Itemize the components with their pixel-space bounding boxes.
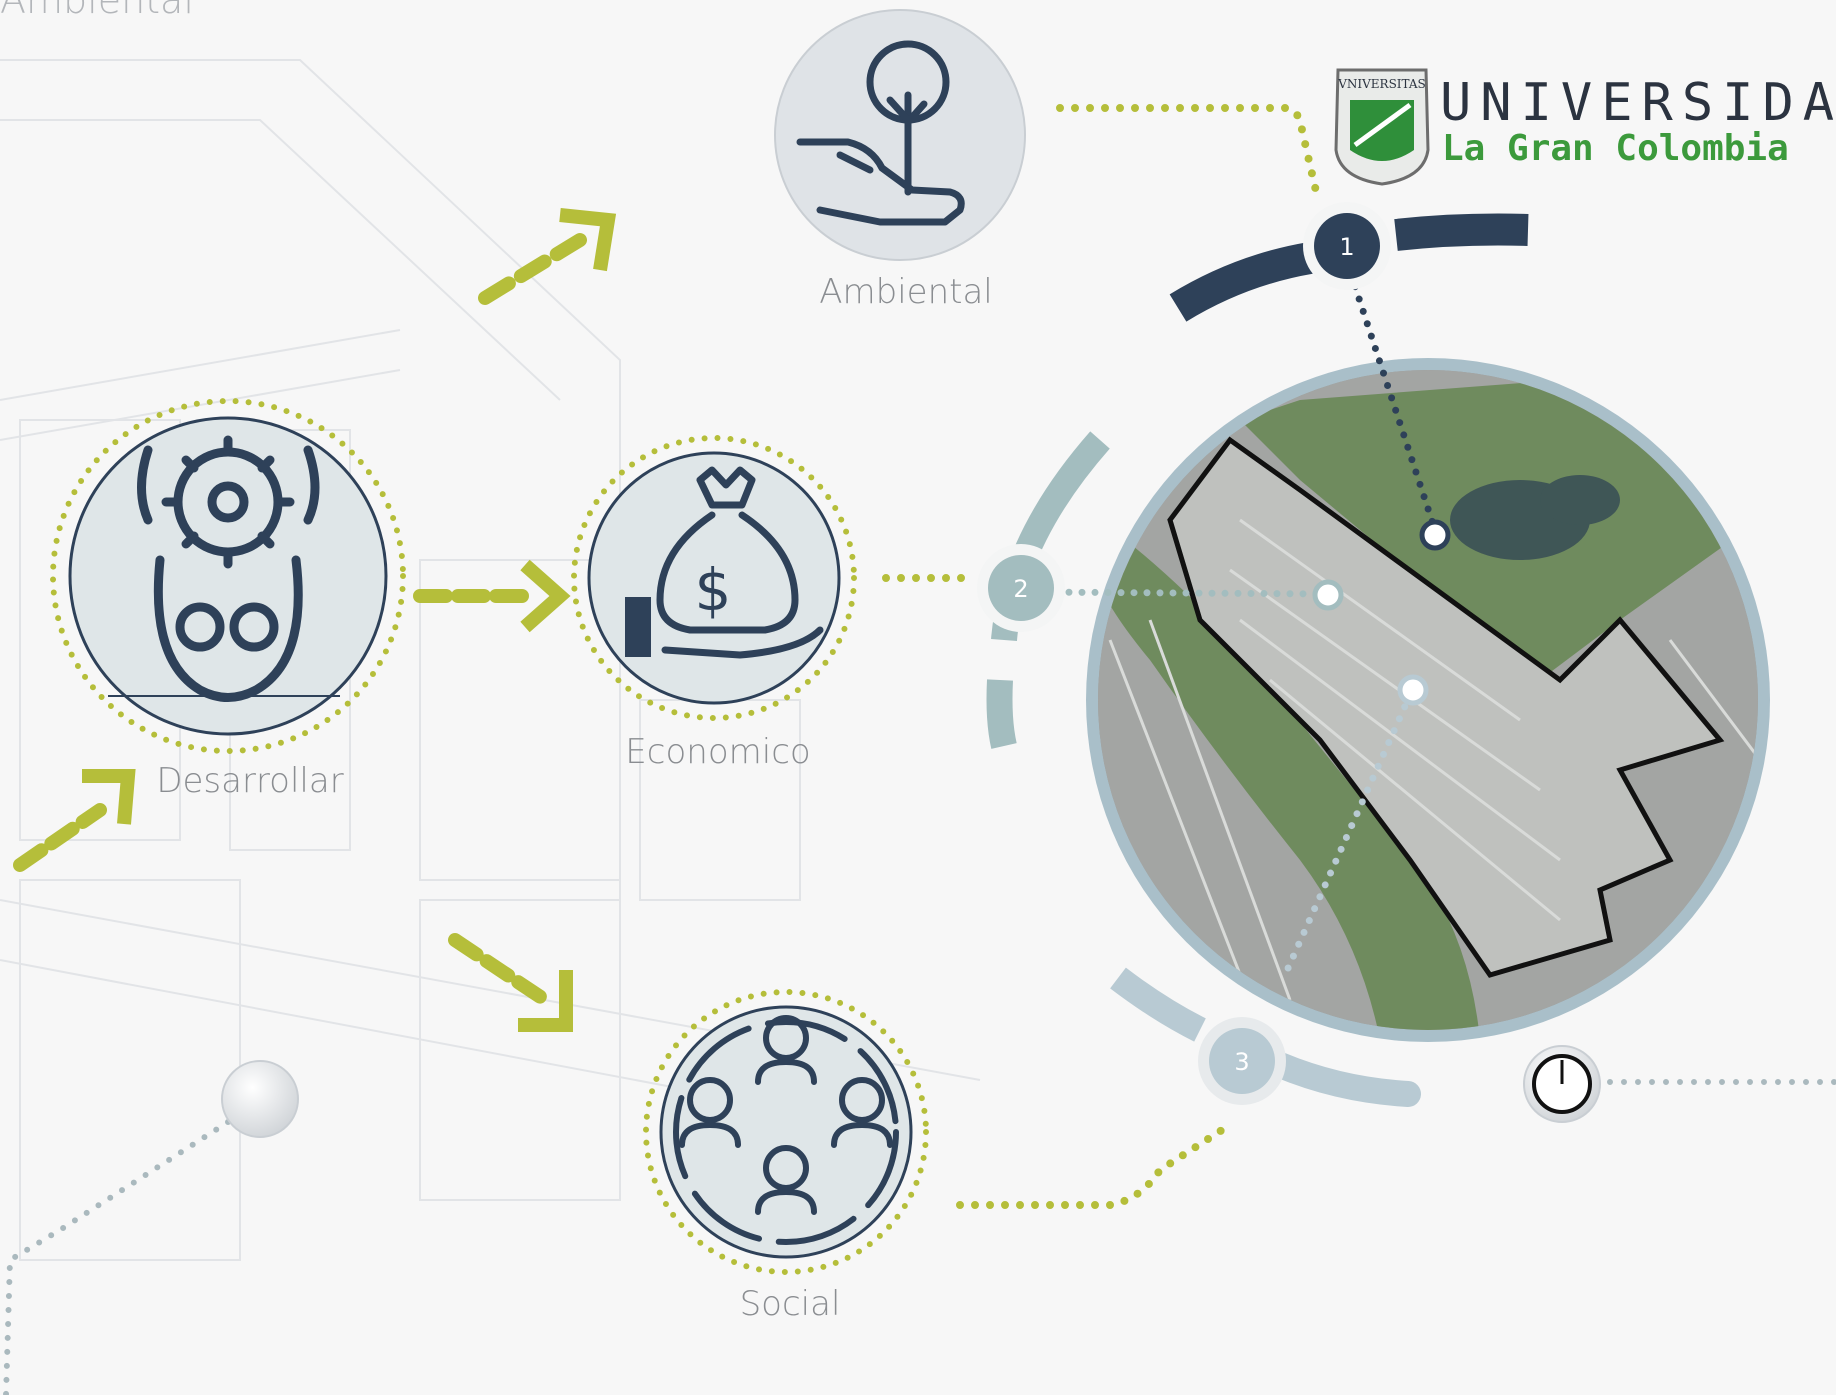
left-knob[interactable] — [221, 1060, 299, 1138]
arrow-to-ambiental — [478, 208, 617, 305]
map-pin-1 — [1419, 519, 1451, 551]
arrow-to-social — [448, 933, 573, 1032]
svg-text:1: 1 — [1339, 233, 1354, 261]
arc-left-graygreen-lower — [986, 679, 1017, 749]
arrow-to-desarrollar — [13, 769, 136, 872]
map-pin-3 — [1397, 674, 1429, 706]
svg-text:$: $ — [695, 556, 732, 624]
arc-bottom-lightblue — [1110, 967, 1206, 1042]
university-logo: VNIVERSITAS UNIVERSIDAD La Gran Colombia — [1334, 68, 1836, 186]
label-social: Social — [740, 1284, 841, 1324]
connectors — [3, 104, 1836, 1395]
svg-text:2: 2 — [1013, 575, 1028, 603]
node-ambiental[interactable] — [774, 9, 1026, 261]
map-pin-2 — [1312, 579, 1344, 611]
connector-social-to-marker-3 — [956, 1126, 1226, 1209]
label-desarrollar: Desarrollar — [156, 761, 343, 801]
marker-1[interactable]: 1 — [1303, 202, 1391, 290]
marker-2[interactable]: 2 — [977, 544, 1065, 632]
node-desarrollar[interactable] — [50, 398, 406, 754]
people-group-icon — [673, 1015, 899, 1245]
label-ambiental: Ambiental — [819, 272, 993, 312]
connector-knob-left — [3, 1119, 231, 1395]
logo-line1: UNIVERSIDAD — [1440, 73, 1836, 133]
money-bag-hand-icon: $ — [656, 466, 824, 659]
map-pins — [1026, 258, 1451, 979]
arc-top-navy-right — [1394, 213, 1529, 251]
connector-ambiental-to-marker-1 — [1056, 104, 1322, 204]
map-river-green — [1098, 520, 1480, 1030]
svg-text:3: 3 — [1234, 1048, 1249, 1076]
label-economico: Economico — [625, 732, 810, 772]
arrow-to-economico — [413, 559, 571, 633]
hand-sleeve — [625, 597, 651, 657]
svg-text:VNIVERSITAS: VNIVERSITAS — [1337, 77, 1426, 91]
marker-3[interactable]: 3 — [1198, 1017, 1286, 1105]
node-social[interactable] — [643, 989, 929, 1275]
logo-line2: La Gran Colombia — [1442, 128, 1789, 169]
clipped-title: Ambiental — [0, 0, 194, 22]
power-knob[interactable] — [1523, 1045, 1601, 1123]
map-district-outline — [1167, 436, 1725, 978]
tree-in-hand-icon — [796, 40, 965, 226]
head-gear-icon — [137, 435, 320, 702]
map-circle[interactable] — [1086, 358, 1770, 1042]
node-economico[interactable]: $ — [571, 435, 857, 721]
arc-top-navy — [1169, 242, 1313, 322]
arc-bottom-lightblue-right — [1267, 1052, 1421, 1107]
